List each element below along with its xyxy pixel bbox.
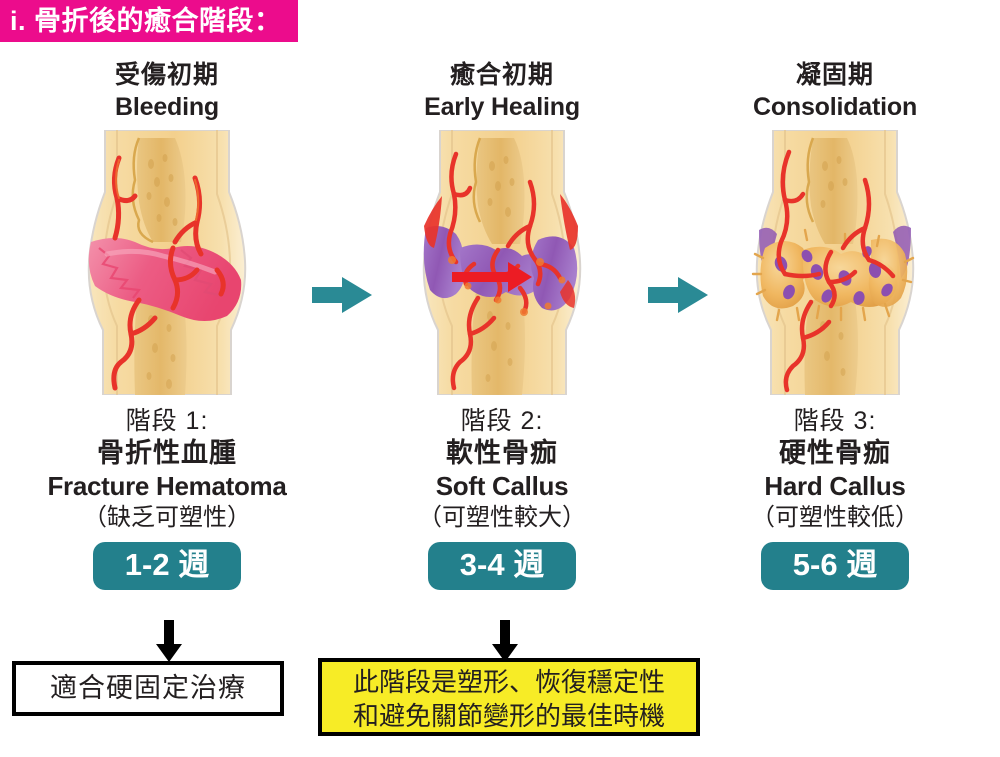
bone-illustration-3: [745, 130, 925, 395]
stage-number-1: 階段 1:: [125, 407, 209, 435]
week-badge-3: 5-6 週: [761, 542, 909, 590]
phase-title-en-3: Consolidation: [752, 93, 918, 121]
callout-box-best-timing: 此階段是塑形、恢復穩定性 和避免關節變形的最佳時機: [318, 658, 700, 736]
stages-container: 受傷初期 Bleeding: [0, 60, 1000, 620]
stage-number-2: 階段 2:: [460, 407, 544, 435]
red-arrow-right-icon: [452, 262, 532, 292]
week-badge-1: 1-2 週: [93, 542, 241, 590]
phase-title-zh-3: 凝固期: [795, 61, 874, 89]
phase-title-zh-1: 受傷初期: [114, 61, 219, 89]
stage-name-zh-1: 骨折性血腫: [97, 438, 237, 468]
stage-note-3: （可塑性較低）: [751, 504, 919, 531]
stage-name-en-3: Hard Callus: [764, 471, 906, 501]
page-title-banner: i. 骨折後的癒合階段：: [0, 0, 298, 42]
arrow-down-icon-1: [156, 620, 182, 662]
week-badge-2: 3-4 週: [428, 542, 576, 590]
phase-title-en-1: Bleeding: [115, 93, 219, 121]
stage-name-en-2: Soft Callus: [435, 471, 569, 501]
stage-name-zh-2: 軟性骨痂: [446, 438, 558, 468]
bone-illustration-1: [77, 130, 257, 395]
stage-name-en-1: Fracture Hematoma: [47, 471, 287, 501]
phase-title-en-2: Early Healing: [424, 93, 580, 121]
callout-line-2: 和避免關節變形的最佳時機: [352, 701, 665, 731]
stage-column-3: 凝固期 Consolidation: [668, 60, 1000, 590]
stage-note-2: （可塑性較大）: [418, 504, 586, 531]
stage-name-zh-3: 硬性骨痂: [779, 438, 891, 468]
callout-box-rigid-fixation: 適合硬固定治療: [12, 661, 284, 716]
arrow-down-icon-2: [492, 620, 518, 662]
stage-number-3: 階段 3:: [793, 407, 877, 435]
stage-note-1: （缺乏可塑性）: [83, 504, 251, 531]
bone-illustration-2: [412, 130, 592, 395]
arrow-right-icon-1: [312, 275, 374, 315]
callout-line-1: 此階段是塑形、恢復穩定性: [352, 667, 665, 697]
arrow-right-icon-2: [648, 275, 710, 315]
phase-title-zh-2: 癒合初期: [449, 61, 554, 89]
stage-column-1: 受傷初期 Bleeding: [0, 60, 334, 590]
stage-column-2: 癒合初期 Early Healing: [335, 60, 669, 590]
